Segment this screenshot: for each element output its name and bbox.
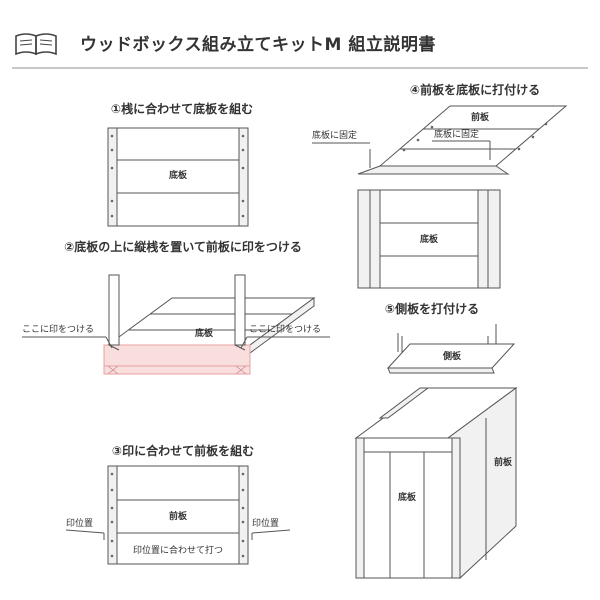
step-4-title: ④前板を底板に打付ける: [410, 82, 540, 97]
step-4-board-front-label: 底板: [420, 233, 439, 245]
step-4-board-top-label: 前板: [471, 111, 490, 123]
step-3-mark-right-label: 印位置: [252, 517, 279, 529]
step-4-left-upright: [369, 189, 381, 289]
step-2-mark-right-label: ここに印をつける: [249, 323, 321, 335]
step-5-right-label: 前板: [494, 456, 513, 468]
step-4-front-board: [357, 189, 501, 289]
step-1-left-cleat: [107, 127, 118, 227]
step-3-left-cleat: [107, 465, 118, 565]
step-5-title: ⑤側板を打付ける: [385, 301, 479, 316]
step-1: ①桟に合わせて底板を組む 底板: [107, 101, 253, 227]
step-5-front-label: 底板: [398, 491, 417, 503]
step-4: ④前板を底板に打付ける 底板に固定 底板に固定 前板 底板: [312, 82, 568, 289]
step-2-front-board-marked: [103, 344, 251, 375]
step-1-board-label: 底板: [169, 169, 188, 181]
step-4-nails: [402, 122, 548, 152]
open-book-icon: [15, 33, 57, 56]
step-2-left-upright: [108, 274, 120, 346]
header: ウッドボックス組み立てキットM 組立説明書: [0, 0, 600, 70]
step-1-title: ①桟に合わせて底板を組む: [111, 101, 253, 116]
step-2-right-upright: [234, 274, 246, 346]
step-3-mark-left-label: 印位置: [66, 517, 93, 529]
step-1-right-cleat: [238, 127, 249, 227]
step-5-box-front: [355, 437, 461, 579]
step-4-right-upright: [477, 189, 489, 289]
step-2: ②底板の上に縦桟を置いて前板に印をつける ここに印をつける ここに印をつける 底…: [22, 239, 330, 375]
step-3-align-label: 印位置に合わせて打つ: [133, 544, 223, 556]
step-3-nails: [110, 472, 245, 558]
step-5: ⑤側板を打付ける 側板 底板 前板: [354, 301, 518, 580]
step-3-right-cleat: [238, 465, 249, 565]
step-5-side-label: 側板: [442, 350, 462, 362]
step-3-title: ③印に合わせて前板を組む: [112, 443, 254, 458]
step-2-mark-left-label: ここに印をつける: [22, 323, 94, 335]
step-2-board-label: 底板: [195, 327, 214, 339]
step-4-fix-left-label: 底板に固定: [312, 129, 357, 141]
step-3-board-label: 前板: [169, 510, 188, 522]
step-3: ③印に合わせて前板を組む 印位置 印位置 前板 印位置に合わせて打つ: [65, 443, 291, 565]
step-1-nails: [110, 134, 245, 218]
header-divider: [12, 67, 588, 69]
step-4-fix-right-label: 底板に固定: [434, 128, 479, 140]
step-3-front-board: [107, 465, 249, 565]
step-2-title: ②底板の上に縦桟を置いて前板に印をつける: [64, 239, 302, 254]
page-title: ウッドボックス組み立てキットM 組立説明書: [80, 35, 436, 55]
